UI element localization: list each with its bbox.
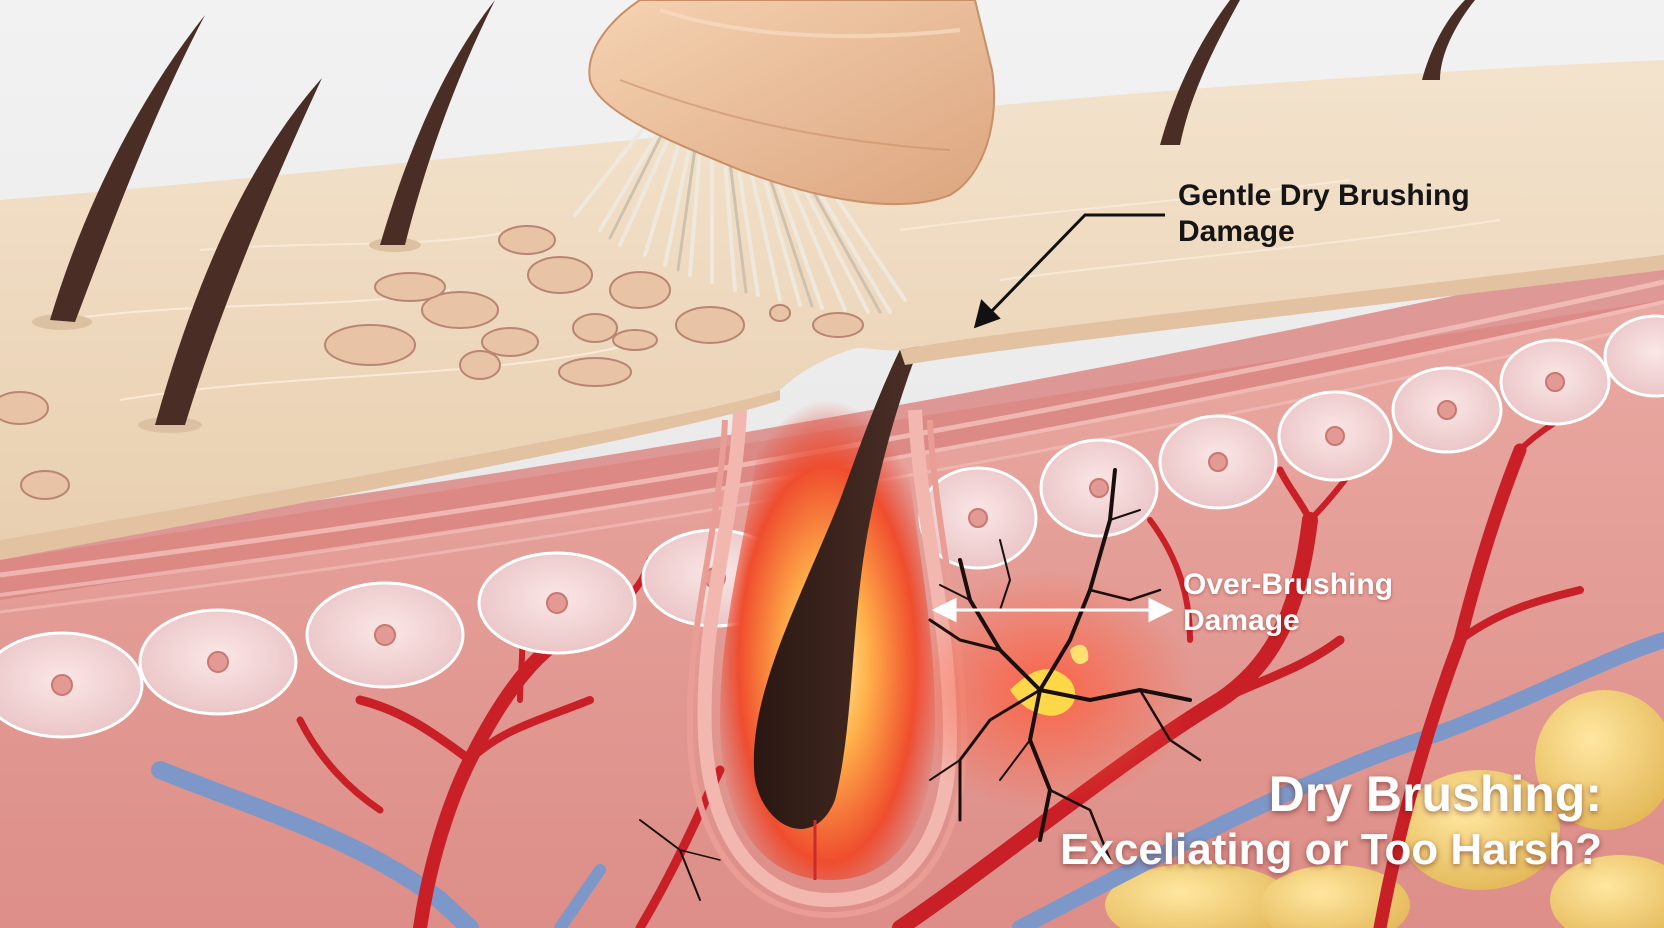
- title-line2: Exceliating or Too Harsh?: [1060, 824, 1602, 874]
- surface-hairs: [32, 0, 1475, 433]
- over-brushing-label: Over-Brushing Damage: [1183, 567, 1393, 639]
- gentle-brushing-label-line2: Damage: [1178, 215, 1295, 248]
- over-brushing-double-arrow: [931, 597, 1174, 623]
- brush-bristles: [573, 118, 907, 314]
- over-brushing-label-line1: Over-Brushing: [1183, 568, 1394, 601]
- title-line1: Dry Brushing:: [1268, 766, 1602, 822]
- fat-cells: [1105, 690, 1664, 928]
- gentle-brushing-label: Gentle Dry Brushing Damage: [1178, 178, 1470, 250]
- veins: [151, 632, 1664, 928]
- dry-brush: [573, 0, 996, 314]
- damage-cracks: [639, 468, 1202, 901]
- skin-flakes: [0, 225, 864, 500]
- over-brushing-label-line2: Damage: [1183, 604, 1300, 637]
- gentle-brushing-label-line1: Gentle Dry Brushing: [1178, 179, 1470, 212]
- gentle-brushing-pointer: [973, 213, 1165, 329]
- brush-handle: [588, 0, 996, 206]
- hair-shaft: [753, 205, 990, 880]
- title-block: Dry Brushing: Exceliating or Too Harsh?: [1060, 766, 1602, 876]
